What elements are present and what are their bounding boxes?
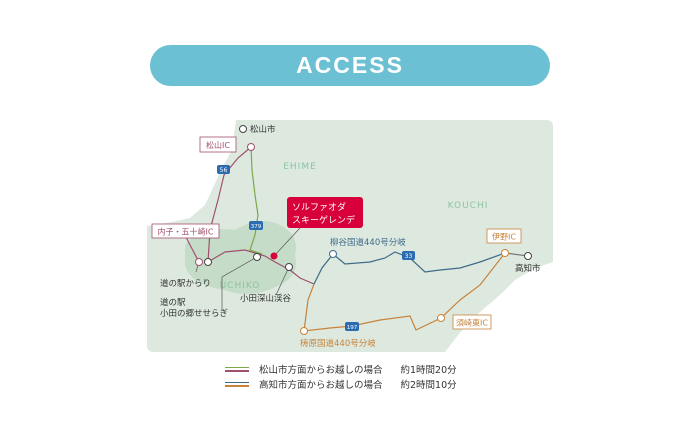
legend-label: 高知市方面からお越しの場合 — [259, 380, 383, 391]
route-33-shield: 33 — [402, 251, 415, 260]
label-susaki-ic: 須崎東IC — [452, 314, 492, 330]
node-oda-seseragi — [253, 253, 261, 261]
region-ehime: EHIME — [283, 162, 317, 172]
svg-text:伊野IC: 伊野IC — [492, 232, 516, 242]
uchiko-area — [185, 221, 296, 294]
svg-text:スキーゲレンデ: スキーゲレンデ — [292, 214, 355, 226]
access-title: ACCESS — [296, 52, 404, 78]
label-oda-fukayama: 小田深山渓谷 — [240, 293, 292, 304]
label-oda-seseragi-2: 小田の郷せせらぎ — [160, 308, 229, 319]
sea-south — [445, 262, 553, 352]
label-ino-ic: 伊野IC — [486, 228, 522, 244]
node-yanagidani — [329, 250, 337, 258]
leader-lines — [195, 227, 301, 310]
legend-matsuyama: 松山市方面からお越しの場合 約1時間20分 — [225, 362, 457, 376]
legend-swatch-blue-orange — [225, 380, 249, 389]
legend-time: 約2時間10分 — [400, 380, 457, 391]
label-karari: 道の駅からり — [160, 278, 211, 289]
svg-text:56: 56 — [220, 167, 228, 174]
label-yanagidani: 柳谷国道440号分岐 — [330, 237, 406, 248]
region-kouchi: KOUCHI — [448, 201, 489, 211]
svg-text:ソルファオダ: ソルファオダ — [292, 201, 346, 213]
label-oda-seseragi-1: 道の駅 — [160, 297, 186, 308]
destination-label[interactable]: ソルファオダ スキーゲレンデ — [287, 197, 363, 228]
label-uchiko-ic: 内子・五十崎IC — [151, 223, 220, 239]
label-matsuyama-city: 松山市 — [250, 124, 276, 135]
legend-swatch-green-purple — [225, 365, 249, 374]
node-matsuyama-ic — [247, 143, 255, 151]
label-yusuhara: 梼原国道440号分岐 — [300, 338, 376, 349]
svg-text:33: 33 — [405, 253, 413, 260]
node-kochi-city — [524, 252, 532, 260]
node-ino-ic — [501, 249, 509, 257]
svg-text:須崎東IC: 須崎東IC — [456, 318, 488, 328]
route-green — [249, 146, 263, 255]
node-oda-fukayama — [285, 263, 293, 271]
svg-text:197: 197 — [347, 325, 358, 331]
svg-text:内子・五十崎IC: 内子・五十崎IC — [158, 227, 214, 237]
route-orange — [303, 252, 506, 332]
legend-label: 松山市方面からお越しの場合 — [259, 365, 383, 376]
legend-time: 約1時間20分 — [400, 365, 457, 376]
node-karari — [204, 258, 212, 266]
region-uchiko: UCHIKO — [220, 281, 261, 291]
label-matsuyama-ic: 松山IC — [199, 136, 237, 153]
node-matsuyama-city — [239, 125, 247, 133]
destination-marker — [270, 252, 278, 260]
svg-text:379: 379 — [251, 224, 262, 230]
label-kochi-city: 高知市 — [515, 263, 541, 274]
node-susaki-ic — [437, 314, 445, 322]
node-uchiko-ic — [195, 258, 203, 266]
svg-text:松山IC: 松山IC — [206, 140, 230, 150]
route-56-shield: 56 — [217, 165, 230, 174]
route-197-shield: 197 — [345, 322, 359, 331]
legend-kochi: 高知市方面からお越しの場合 約2時間10分 — [225, 377, 457, 391]
route-379-shield: 379 — [249, 221, 263, 230]
access-header: ACCESS — [150, 45, 550, 86]
node-yusuhara — [300, 327, 308, 335]
